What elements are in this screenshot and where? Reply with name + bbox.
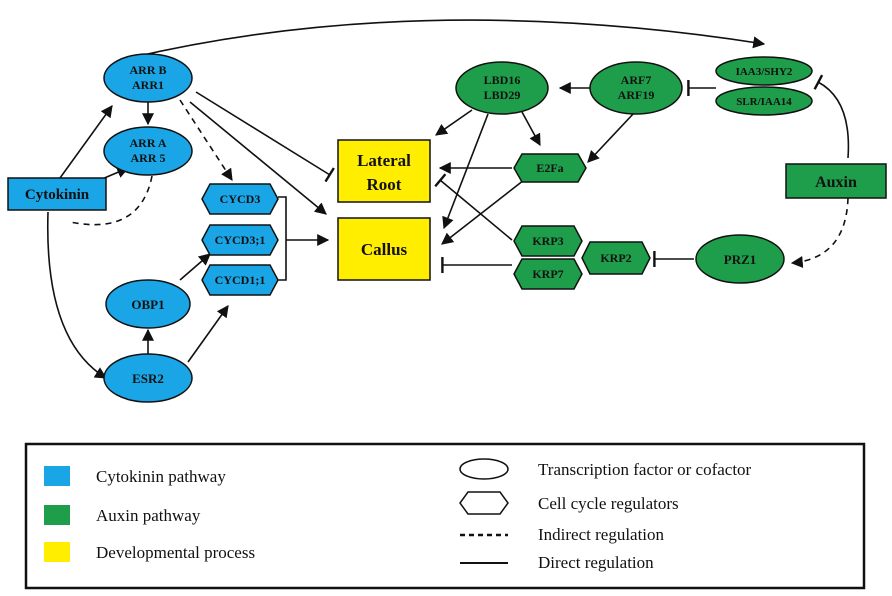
node-arra: ARR A ARR 5 xyxy=(103,126,193,176)
edge-arrb-inhibits-lateral-root xyxy=(195,91,335,183)
legend-cell-cycle: Cell cycle regulators xyxy=(538,494,679,513)
node-auxin: Auxin xyxy=(785,163,887,199)
edge-arf-to-e2fa xyxy=(587,112,635,163)
legend-swatch-auxin xyxy=(44,505,70,525)
node-arrb: ARR B ARR1 xyxy=(103,53,193,103)
legend-auxin-pathway: Auxin pathway xyxy=(96,506,201,525)
node-arf: ARF7 ARF19 xyxy=(589,61,683,115)
slr-label: SLR/IAA14 xyxy=(736,96,792,108)
edge-arrb-to-iaa3 xyxy=(129,19,766,59)
edge-krp3-inhibits-lateral-root xyxy=(434,173,513,241)
node-krp2: KRP2 xyxy=(581,241,651,275)
arf-label-1: ARF7 xyxy=(621,73,652,87)
e2fa-label: E2Fa xyxy=(536,161,563,175)
callus-label: Callus xyxy=(361,240,408,259)
edges xyxy=(46,19,850,379)
legend-developmental-process: Developmental process xyxy=(96,543,255,562)
node-esr2: ESR2 xyxy=(103,353,193,403)
edge-arrb-to-cycd3-indirect xyxy=(179,99,233,182)
arra-label-1: ARR A xyxy=(129,136,166,150)
arra-label-2: ARR 5 xyxy=(131,151,166,165)
node-callus: Callus xyxy=(337,217,431,281)
edge-arrb-to-callus xyxy=(189,101,327,215)
edge-cytokinin-to-esr2 xyxy=(46,211,108,379)
edge-e2fa-to-callus xyxy=(441,179,525,245)
cycd3-label: CYCD3 xyxy=(220,192,261,206)
node-slr: SLR/IAA14 xyxy=(715,86,813,116)
legend-swatch-developmental xyxy=(44,542,70,562)
lateral-root-label-1: Lateral xyxy=(357,151,411,170)
edge-auxin-to-prz1-indirect xyxy=(790,197,849,268)
node-lbd: LBD16 LBD29 xyxy=(455,61,549,115)
node-cycd3: CYCD3 xyxy=(201,183,279,215)
node-krp3: KRP3 xyxy=(513,225,583,257)
node-cycd1-1: CYCD1;1 xyxy=(201,264,279,296)
prz1-label: PRZ1 xyxy=(724,252,757,267)
edge-cytokinin-to-arrb xyxy=(59,105,113,179)
legend-direct-regulation: Direct regulation xyxy=(538,553,654,572)
cycd3-1-label: CYCD3;1 xyxy=(215,233,266,247)
node-obp1: OBP1 xyxy=(105,279,191,329)
node-prz1: PRZ1 xyxy=(695,234,785,284)
iaa3-label: IAA3/SHY2 xyxy=(736,66,793,78)
arf-label-2: ARF19 xyxy=(618,88,655,102)
arrb-label-2: ARR1 xyxy=(132,78,164,92)
legend-hexagon-icon xyxy=(459,491,509,515)
edge-lbd-to-e2fa xyxy=(521,111,541,147)
arrb-label-1: ARR B xyxy=(129,63,166,77)
lbd-label-2: LBD29 xyxy=(484,88,521,102)
node-e2fa: E2Fa xyxy=(513,153,587,183)
cytokinin-label: Cytokinin xyxy=(25,187,90,203)
node-cycd3-1: CYCD3;1 xyxy=(201,224,279,256)
krp2-label: KRP2 xyxy=(600,251,631,265)
lateral-root-label-2: Root xyxy=(367,175,402,194)
node-lateral-root: Lateral Root xyxy=(337,139,431,203)
edge-esr2-to-cycd11 xyxy=(187,305,229,363)
node-iaa3: IAA3/SHY2 xyxy=(715,56,813,86)
auxin-label: Auxin xyxy=(815,174,857,191)
edge-lbd-to-lateral-root xyxy=(435,109,473,136)
krp3-label: KRP3 xyxy=(532,234,563,248)
cycd1-1-label: CYCD1;1 xyxy=(215,273,266,287)
legend-ellipse-icon xyxy=(459,458,509,480)
node-cytokinin: Cytokinin xyxy=(7,177,107,211)
node-krp7: KRP7 xyxy=(513,258,583,290)
krp7-label: KRP7 xyxy=(532,267,563,281)
edge-cycd-bracket xyxy=(278,196,287,281)
legend-transcription-factor: Transcription factor or cofactor xyxy=(538,460,752,479)
legend-swatch-cytokinin xyxy=(44,466,70,486)
esr2-label: ESR2 xyxy=(132,371,164,386)
obp1-label: OBP1 xyxy=(131,297,164,312)
edge-lbd-to-callus xyxy=(442,113,489,230)
legend: Cytokinin pathway Auxin pathway Developm… xyxy=(24,442,866,590)
legend-indirect-regulation: Indirect regulation xyxy=(538,525,665,544)
lbd-label-1: LBD16 xyxy=(484,73,521,87)
edge-obp1-to-cycd31 xyxy=(179,253,211,281)
legend-cytokinin-pathway: Cytokinin pathway xyxy=(96,467,226,486)
edge-auxin-inhibits-iaa xyxy=(813,74,850,159)
edge-arra-to-cytokinin-indirect xyxy=(69,175,153,226)
